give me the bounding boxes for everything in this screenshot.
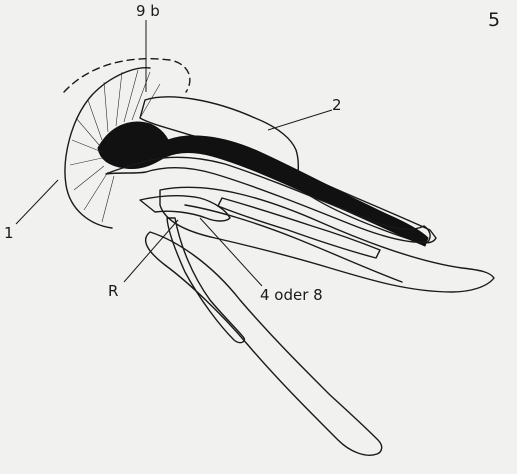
lower-spine: [146, 232, 382, 455]
leader-R: [124, 220, 178, 282]
inner-prong: [167, 218, 244, 343]
dashed-arc: [64, 59, 190, 92]
leader-1: [16, 180, 58, 224]
label-9b: 9 b: [136, 2, 160, 20]
label-4-oder-8: 4 oder 8: [260, 286, 323, 304]
leader-2: [268, 110, 332, 130]
label-R: R: [108, 282, 118, 300]
figure-number: 5: [488, 9, 500, 31]
label-1: 1: [4, 224, 14, 242]
leader-4oder8: [200, 218, 262, 286]
label-2: 2: [332, 96, 342, 114]
central-piece: [140, 196, 230, 221]
